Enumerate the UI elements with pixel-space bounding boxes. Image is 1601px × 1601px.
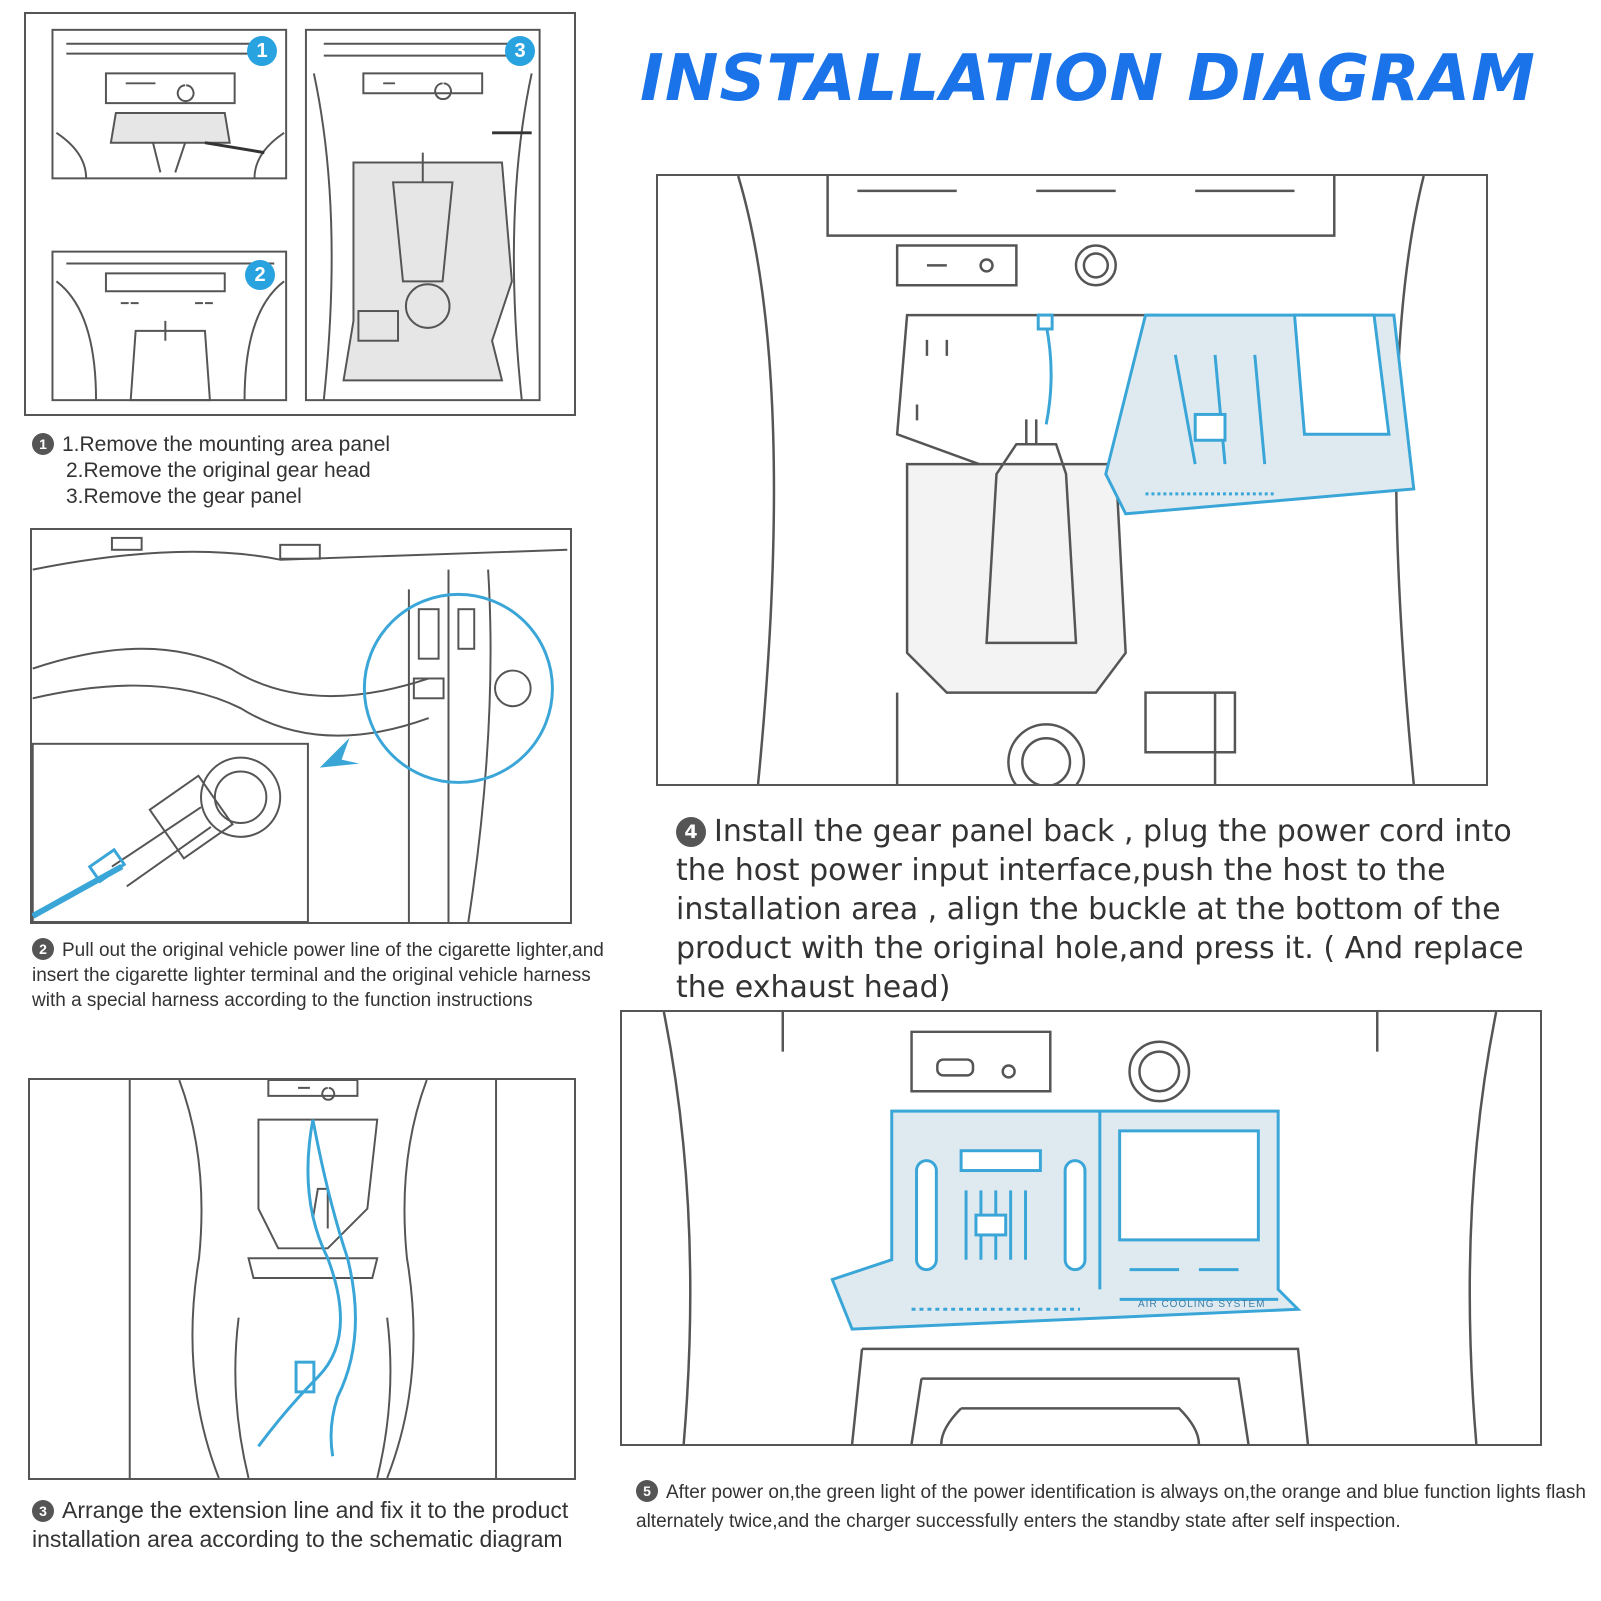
step-1-line-2: 2.Remove the original gear head	[66, 459, 371, 482]
gear-panel-install-illustration	[737, 176, 1425, 784]
thumbnail-badge-2: 2	[245, 260, 275, 290]
step-1-caption: 1 1.Remove the mounting area panel 2.Remo…	[32, 432, 390, 510]
step-4-diagram	[656, 174, 1488, 786]
step-3-diagram	[28, 1078, 576, 1480]
step-4-number: 4	[676, 817, 706, 847]
cooling-system-label: AIR COOLING SYSTEM	[1138, 1299, 1266, 1310]
charger-installed-illustration	[662, 1012, 1498, 1444]
removal-steps-panel	[24, 12, 576, 416]
extension-line-illustration	[128, 1080, 498, 1478]
removal-steps-illustration	[51, 28, 541, 402]
step-3-text: Arrange the extension line and fix it to…	[32, 1497, 569, 1552]
harness-illustration	[32, 536, 568, 922]
step-1-line-1: 1.Remove the mounting area panel	[62, 433, 391, 456]
step-2-text: Pull out the original vehicle power line…	[32, 940, 604, 1011]
step-2-diagram	[30, 528, 572, 924]
step-5-diagram: AIR COOLING SYSTEM	[620, 1010, 1542, 1446]
thumbnail-badge-1: 1	[247, 36, 277, 66]
thumbnail-badge-3: 3	[505, 36, 535, 66]
step-3-number: 3	[32, 1500, 54, 1522]
page-title: INSTALLATION DIAGRAM	[640, 42, 1536, 116]
step-1-line-3: 3.Remove the gear panel	[66, 485, 302, 508]
step-4-text: Install the gear panel back , plug the p…	[676, 814, 1524, 1005]
step-2-number: 2	[32, 938, 54, 960]
step-5-number: 5	[636, 1480, 658, 1502]
step-1-number: 1	[32, 433, 54, 455]
step-5-text: After power on,the green light of the po…	[636, 1482, 1586, 1532]
